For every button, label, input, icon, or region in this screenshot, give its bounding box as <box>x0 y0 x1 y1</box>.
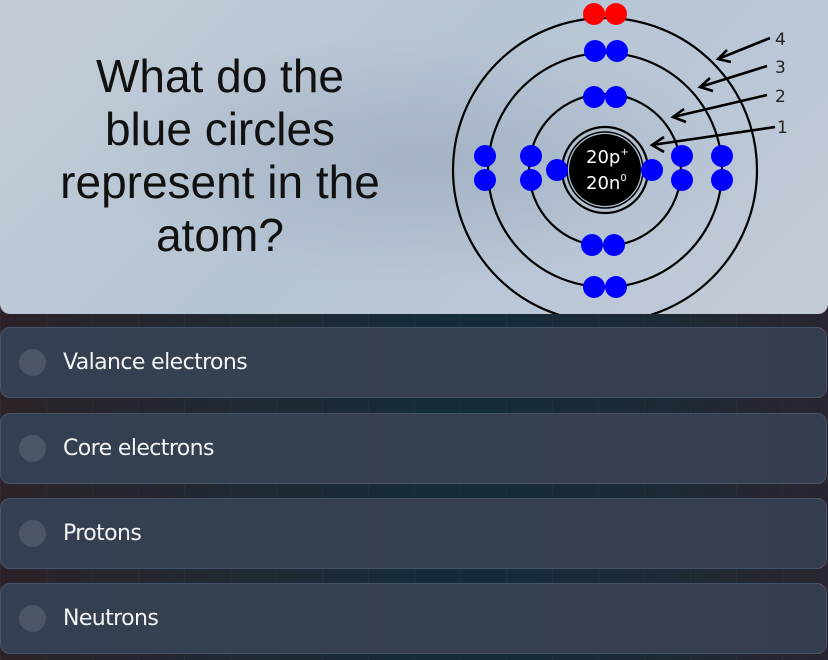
shell-label-3: 3 <box>775 58 786 78</box>
atom-diagram: 20p+ 20n0 <box>451 3 788 314</box>
shell-label-4: 4 <box>775 30 786 50</box>
option-label: Valance electrons <box>63 350 248 375</box>
question-card: What do the blue circles represent in th… <box>0 0 828 314</box>
option-label: Core electrons <box>63 436 214 461</box>
answer-option-3[interactable]: Protons <box>0 498 827 569</box>
question-line: blue circles <box>104 103 336 155</box>
nucleus-protons: 20p+ <box>586 147 629 168</box>
valence-electrons <box>583 3 627 25</box>
nucleus-neutrons: 20n0 <box>586 173 627 194</box>
radio-icon[interactable] <box>19 435 46 462</box>
question-line: What do the <box>95 50 345 102</box>
option-label: Neutrons <box>63 606 159 631</box>
radio-icon[interactable] <box>19 349 46 376</box>
electrons <box>474 40 733 298</box>
question-text: What do the blue circles represent in th… <box>30 50 410 262</box>
shell-arrows <box>649 36 776 154</box>
answer-option-1[interactable]: Valance electrons <box>0 327 827 398</box>
answer-option-2[interactable]: Core electrons <box>0 413 827 484</box>
radio-icon[interactable] <box>19 520 46 547</box>
option-label: Protons <box>63 521 142 546</box>
nucleus <box>569 134 641 206</box>
answer-option-4[interactable]: Neutrons <box>0 583 827 654</box>
radio-icon[interactable] <box>19 605 46 632</box>
shell-label-2: 2 <box>775 87 786 107</box>
question-line: atom? <box>156 209 284 261</box>
question-line: represent in the <box>60 156 380 208</box>
shell-label-1: 1 <box>777 118 788 138</box>
